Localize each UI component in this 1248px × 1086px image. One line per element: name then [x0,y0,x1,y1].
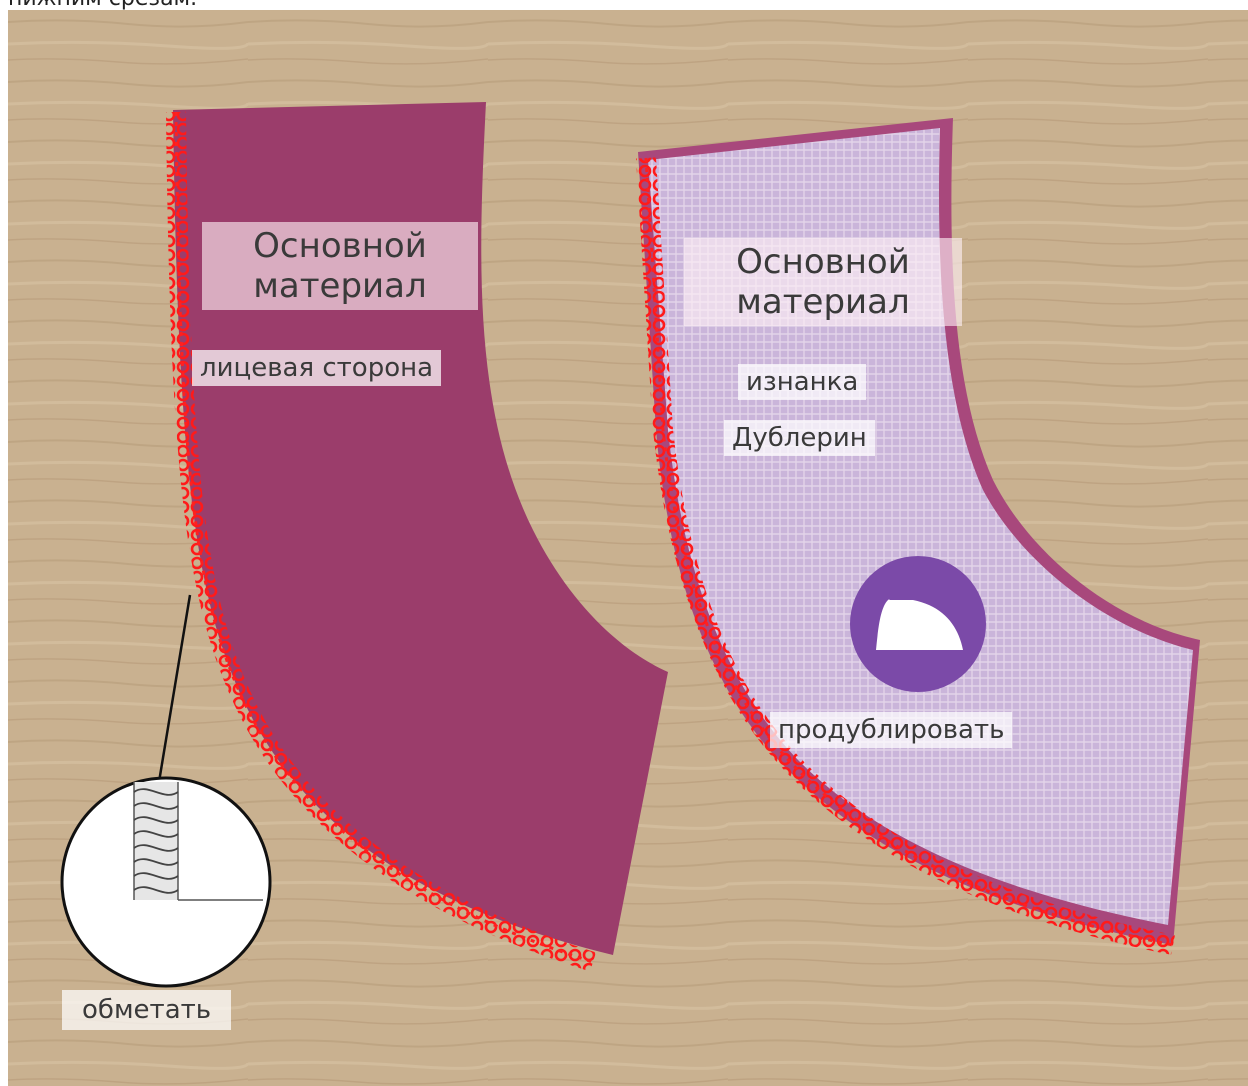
right-side-label: изнанка [738,364,866,400]
left-title: Основной материал [202,222,478,310]
overlock-stitch-icon [62,778,270,986]
iron-icon [850,556,986,692]
action-label: продублировать [770,712,1012,748]
photo-fabric-pieces [8,10,1248,1086]
left-title-line1: Основной [214,226,466,266]
overlock-label: обметать [62,990,231,1030]
left-side-label: лицевая сторона [192,350,441,386]
right-title: Основной материал [684,238,962,326]
left-title-line2: материал [214,266,466,306]
right-title-line2: материал [696,282,950,322]
right-title-line1: Основной [696,242,950,282]
interfacing-label: Дублерин [724,420,875,456]
